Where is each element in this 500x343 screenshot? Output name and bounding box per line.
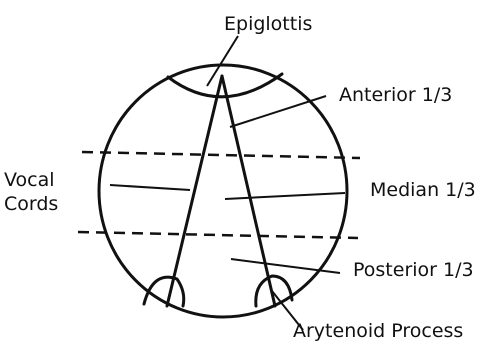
vocal-label: Vocal bbox=[4, 169, 55, 191]
posterior-label: Posterior 1/3 bbox=[353, 259, 474, 281]
median-posterior-divider bbox=[78, 232, 358, 238]
median-leader bbox=[225, 193, 345, 199]
left-vocal-cord bbox=[167, 76, 222, 306]
anterior-median-divider bbox=[82, 152, 360, 158]
right-vocal-cord bbox=[222, 76, 275, 306]
median-label: Median 1/3 bbox=[370, 179, 476, 201]
cords-label: Cords bbox=[4, 193, 58, 215]
larynx-outline bbox=[99, 65, 347, 317]
anterior-leader bbox=[230, 96, 326, 127]
anterior-label: Anterior 1/3 bbox=[339, 84, 452, 106]
vocal-cords-leader bbox=[110, 185, 190, 190]
epiglottis-label: Epiglottis bbox=[224, 13, 312, 35]
arytenoid-label: Arytenoid Process bbox=[293, 320, 463, 342]
